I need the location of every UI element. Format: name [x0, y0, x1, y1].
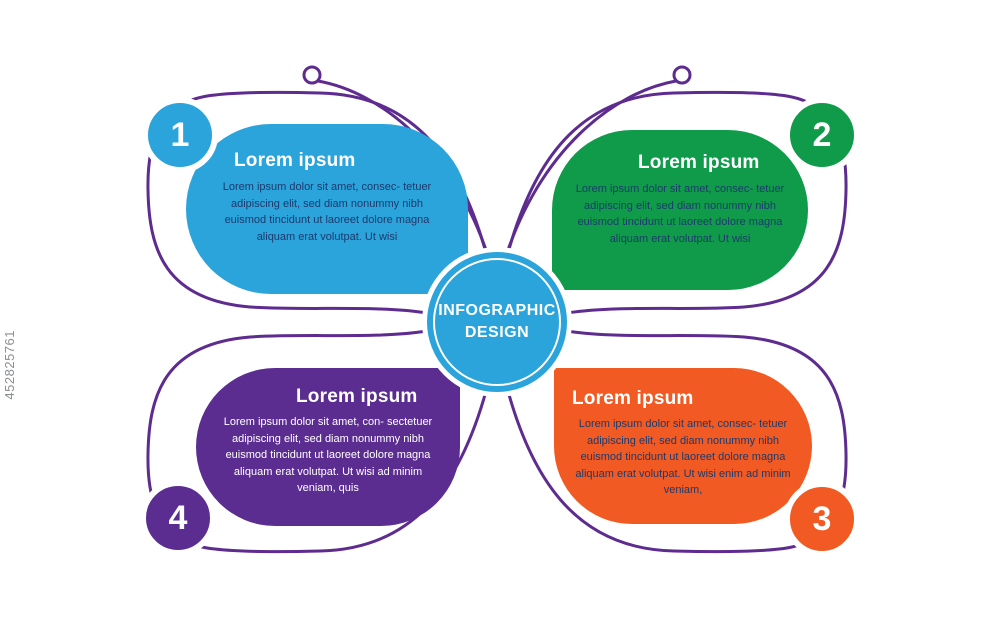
antenna-tip-right-icon	[672, 65, 692, 85]
center-title-line-1: INFOGRAPHIC	[438, 302, 556, 320]
petal-step-4: Lorem ipsum Lorem ipsum dolor sit amet, …	[196, 368, 460, 526]
petal-2-title: Lorem ipsum	[638, 152, 760, 173]
petal-step-2: Lorem ipsum Lorem ipsum dolor sit amet, …	[552, 130, 808, 290]
petal-step-1: Lorem ipsum Lorem ipsum dolor sit amet, …	[186, 124, 468, 294]
step-4-number: 4	[168, 498, 188, 537]
petal-3-title: Lorem ipsum	[572, 388, 694, 409]
petal-2-body: Lorem ipsum dolor sit amet, consec- tetu…	[575, 183, 785, 245]
step-4-number-badge: 4	[140, 480, 216, 556]
step-2-number: 2	[812, 115, 832, 154]
petal-1-title: Lorem ipsum	[234, 150, 356, 171]
step-2-number-badge: 2	[784, 97, 860, 173]
antenna-right	[502, 79, 678, 264]
center-title-line-2: DESIGN	[464, 324, 530, 341]
petal-3-body: Lorem ipsum dolor sit amet, consec- tetu…	[575, 418, 791, 496]
petal-4-body: Lorem ipsum dolor sit amet, con- sectetu…	[223, 416, 433, 494]
center-title-circle: INFOGRAPHIC DESIGN	[422, 247, 572, 397]
antenna-tip-left-icon	[302, 65, 322, 85]
watermark-id: 452825761	[2, 330, 17, 400]
step-3-number-badge: 3	[784, 481, 860, 557]
step-1-number-badge: 1	[142, 97, 218, 173]
petal-step-3: Lorem ipsum Lorem ipsum dolor sit amet, …	[554, 368, 812, 524]
step-3-number: 3	[812, 499, 832, 538]
petal-4-title: Lorem ipsum	[296, 386, 418, 407]
petal-1-body: Lorem ipsum dolor sit amet, consec- tetu…	[222, 181, 432, 243]
step-1-number: 1	[170, 115, 190, 154]
